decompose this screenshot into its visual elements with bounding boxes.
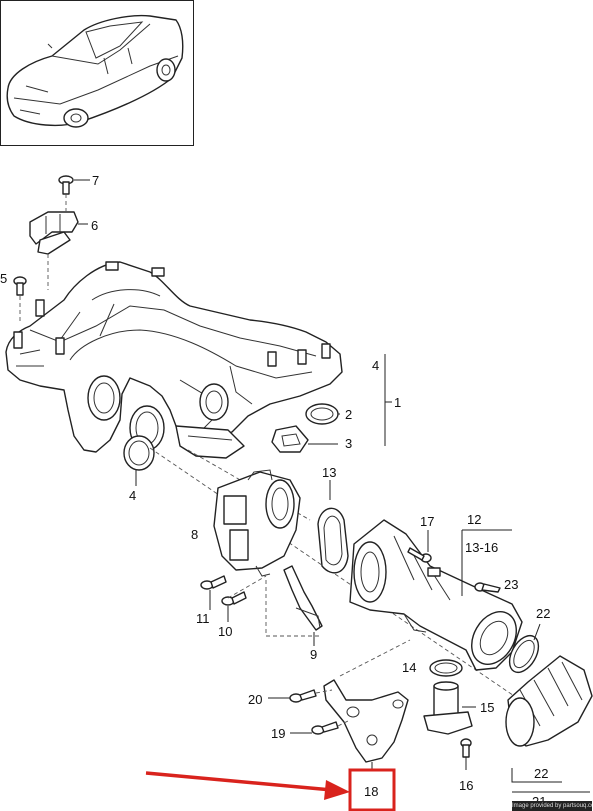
- bracket-6: [29, 211, 88, 255]
- screw-23: [474, 582, 501, 593]
- callout-22-ring[interactable]: 22: [536, 606, 550, 621]
- hose-21: [505, 655, 593, 747]
- callout-9[interactable]: 9: [310, 647, 317, 662]
- callout-16[interactable]: 16: [459, 778, 473, 793]
- gasket-3: [271, 425, 309, 453]
- callout-2[interactable]: 2: [345, 407, 352, 422]
- callout-17[interactable]: 17: [420, 514, 434, 529]
- screw-20: [289, 689, 317, 703]
- highlight-box[interactable]: [348, 768, 396, 811]
- callout-22-hose[interactable]: 22: [534, 766, 548, 781]
- callout-14[interactable]: 14: [402, 660, 416, 675]
- callout-8[interactable]: 8: [191, 527, 198, 542]
- seal-ring-2: [305, 403, 339, 425]
- screw-16: [460, 738, 472, 758]
- screw-11: [200, 575, 227, 590]
- intake-pipe-12: [349, 519, 523, 671]
- callout-6[interactable]: 6: [91, 218, 98, 233]
- o-ring-22: [508, 634, 540, 674]
- screw-7: [58, 175, 90, 195]
- callout-10[interactable]: 10: [218, 624, 232, 639]
- screw-17: [407, 547, 432, 563]
- screw-19: [311, 721, 339, 735]
- callout-3[interactable]: 3: [345, 436, 352, 451]
- callout-18[interactable]: 18: [364, 784, 378, 799]
- callout-5[interactable]: 5: [0, 271, 7, 286]
- image-credit: Image provided by partsouq.com: [512, 801, 592, 811]
- callout-13[interactable]: 13: [322, 465, 336, 480]
- callout-4-left[interactable]: 4: [129, 488, 136, 503]
- callout-4-right[interactable]: 4: [372, 358, 379, 373]
- throttle-body-8: [213, 469, 301, 577]
- callout-1[interactable]: 1: [394, 395, 401, 410]
- callout-11[interactable]: 11: [196, 611, 210, 626]
- bracket-18: [323, 679, 409, 763]
- intake-manifold: [5, 261, 343, 459]
- stud-5: [13, 276, 27, 296]
- bracket-9: [283, 565, 323, 631]
- callout-7[interactable]: 7: [92, 173, 99, 188]
- seal-ring-14: [429, 659, 463, 677]
- callout-13-16[interactable]: 13-16: [465, 540, 498, 555]
- valve-15: [423, 681, 473, 735]
- callout-19[interactable]: 19: [271, 726, 285, 741]
- screw-10: [221, 591, 247, 606]
- vehicle-thumbnail: [0, 0, 194, 146]
- callout-23[interactable]: 23: [504, 577, 518, 592]
- gasket-4-lower: [123, 435, 155, 471]
- callout-12[interactable]: 12: [467, 512, 481, 527]
- callout-20[interactable]: 20: [248, 692, 262, 707]
- car-icon: [6, 14, 184, 128]
- seal-13: [317, 507, 349, 574]
- highlight-arrow: [145, 771, 350, 800]
- callout-15[interactable]: 15: [480, 700, 494, 715]
